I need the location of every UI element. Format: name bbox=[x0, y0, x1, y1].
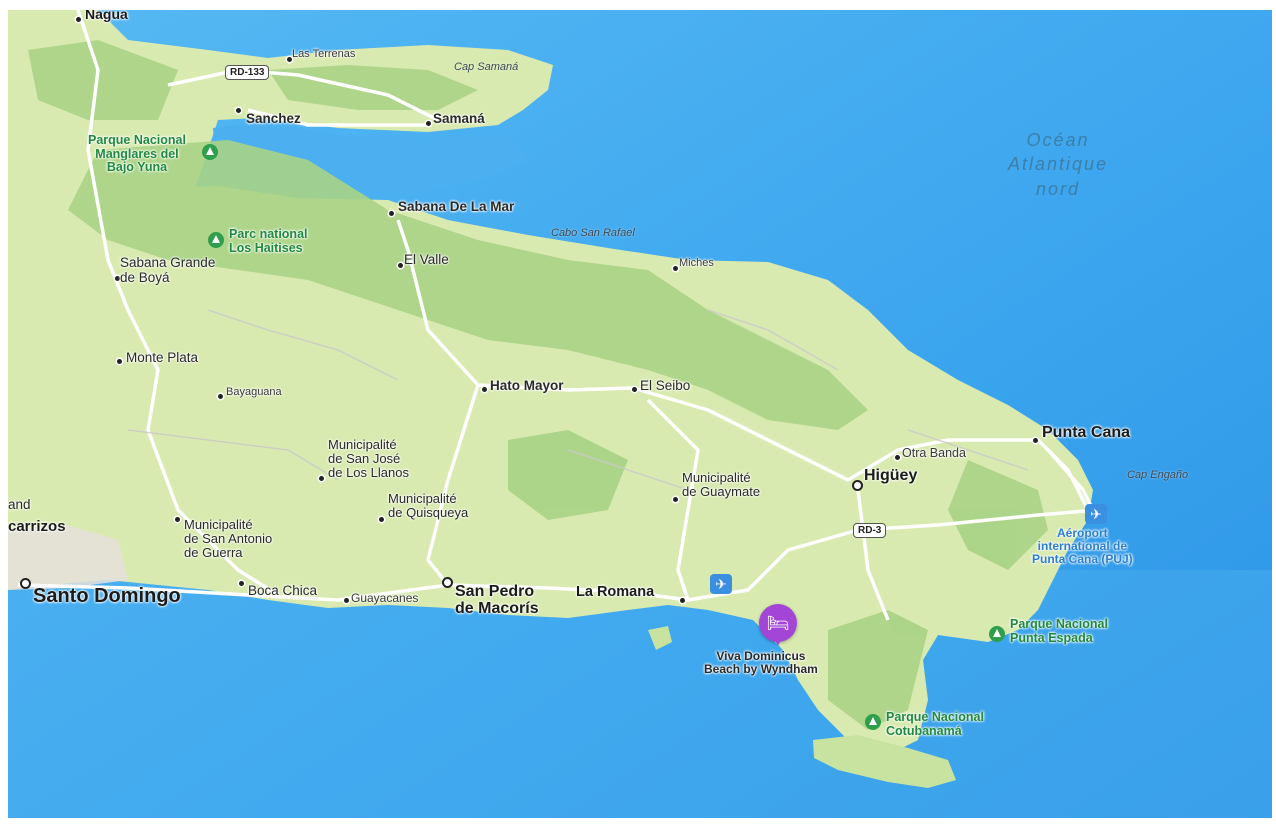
city-miches[interactable]: Miches bbox=[679, 257, 714, 269]
city-punta-cana[interactable]: Punta Cana bbox=[1042, 424, 1131, 441]
road-shield-rd133: RD-133 bbox=[225, 65, 270, 80]
san-jose-dot bbox=[319, 476, 324, 481]
sanchez-dot bbox=[236, 108, 241, 113]
san-pedro-dot bbox=[442, 577, 453, 588]
bayaguana-dot bbox=[218, 394, 223, 399]
roads bbox=[17, 10, 1099, 621]
la-romana-dot bbox=[680, 598, 685, 603]
monte-plata-dot bbox=[117, 359, 122, 364]
miches-dot bbox=[673, 266, 678, 271]
el-seibo-dot bbox=[632, 387, 637, 392]
city-el-valle[interactable]: El Valle bbox=[404, 252, 449, 267]
city-la-romana[interactable]: La Romana bbox=[576, 584, 655, 600]
saona-island bbox=[813, 735, 956, 788]
guayacanes-dot bbox=[344, 598, 349, 603]
samana-dot bbox=[426, 121, 431, 126]
guaymate-dot bbox=[673, 497, 678, 502]
city-cut-and[interactable]: and bbox=[8, 497, 31, 512]
airport-icon[interactable]: ✈ bbox=[1085, 504, 1107, 524]
cape-samana: Cap Samaná bbox=[454, 61, 519, 73]
city-nagua[interactable]: Nagua bbox=[85, 10, 128, 22]
el-valle-dot bbox=[398, 263, 403, 268]
nagua-dot bbox=[76, 17, 81, 22]
cape-san-rafael: Cabo San Rafael bbox=[551, 227, 635, 239]
forest-areas bbox=[28, 40, 1048, 730]
cape-engano: Cap Engaño bbox=[1127, 469, 1189, 481]
city-bayaguana[interactable]: Bayaguana bbox=[226, 386, 282, 398]
city-sabana-de-la-mar[interactable]: Sabana De La Mar bbox=[398, 199, 515, 214]
sabana-de-la-mar-dot bbox=[389, 211, 394, 216]
hato-mayor-dot bbox=[482, 387, 487, 392]
city-sanchez[interactable]: Sanchez bbox=[246, 111, 301, 126]
city-el-seibo[interactable]: El Seibo bbox=[640, 378, 691, 393]
las-terrenas-dot bbox=[287, 57, 292, 62]
santo-domingo-dot bbox=[20, 578, 31, 589]
otra-banda-dot bbox=[895, 455, 900, 460]
park-icon[interactable] bbox=[989, 626, 1005, 642]
san-antonio-dot bbox=[175, 517, 180, 522]
quisqueya-dot bbox=[379, 517, 384, 522]
city-cut-carrizos[interactable]: carrizos bbox=[8, 518, 66, 535]
road-shield-rd3: RD-3 bbox=[853, 523, 887, 538]
park-icon[interactable] bbox=[202, 144, 218, 160]
city-monte-plata[interactable]: Monte Plata bbox=[126, 350, 199, 365]
map-base bbox=[8, 10, 1272, 818]
park-icon[interactable] bbox=[208, 232, 224, 248]
city-las-terrenas[interactable]: Las Terrenas bbox=[292, 48, 356, 60]
city-guayacanes[interactable]: Guayacanes bbox=[351, 591, 419, 605]
sabana-grande-dot bbox=[115, 276, 120, 281]
city-hato-mayor[interactable]: Hato Mayor bbox=[490, 378, 564, 393]
city-santo-domingo[interactable]: Santo Domingo bbox=[33, 585, 181, 607]
hotel-pin-icon[interactable]: 🛏 bbox=[759, 604, 797, 646]
airport-icon[interactable]: ✈ bbox=[710, 574, 732, 594]
punta-cana-dot bbox=[1033, 438, 1038, 443]
boca-chica-dot bbox=[239, 581, 244, 586]
city-samana[interactable]: Samaná bbox=[433, 111, 485, 126]
higuey-dot bbox=[852, 480, 863, 491]
city-boca-chica[interactable]: Boca Chica bbox=[248, 583, 318, 598]
park-icon[interactable] bbox=[865, 714, 881, 730]
city-otra-banda[interactable]: Otra Banda bbox=[902, 446, 966, 460]
city-higuey[interactable]: Higüey bbox=[864, 467, 918, 484]
